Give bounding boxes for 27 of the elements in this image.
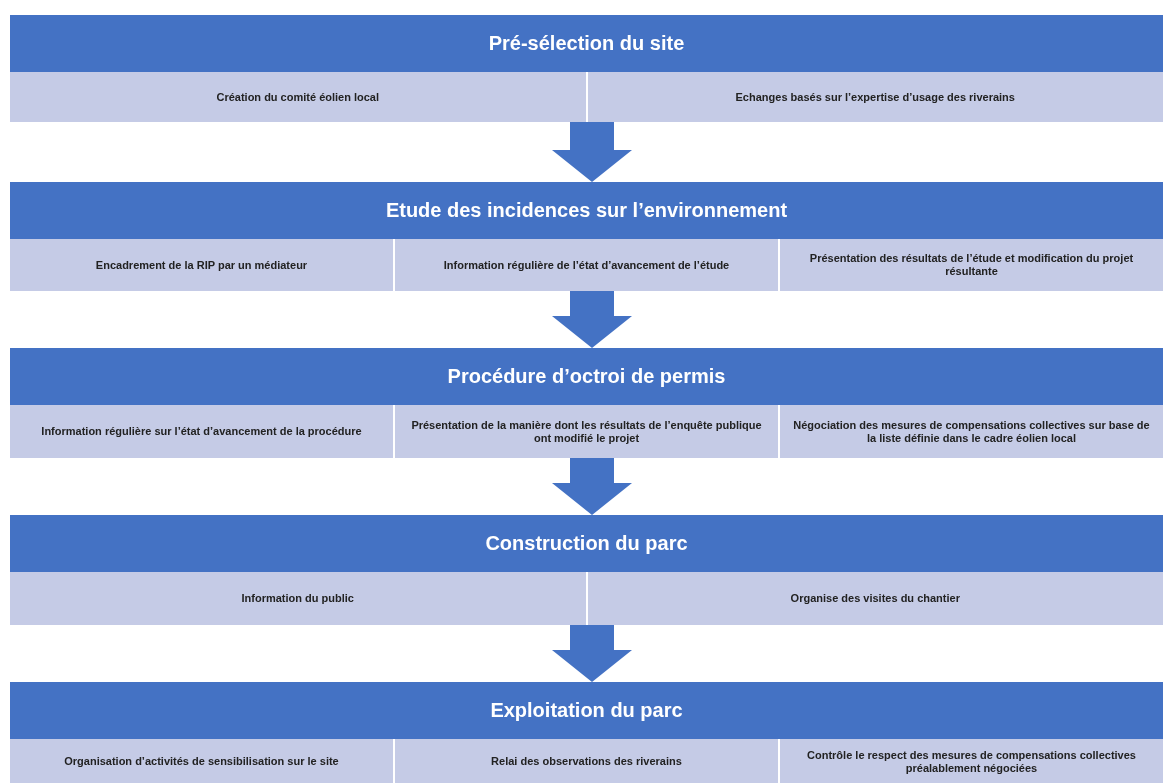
stage-panel (10, 15, 1163, 122)
step-cell: Information régulière de l’état d’avancement de l’étude (393, 239, 778, 291)
block-arrow (552, 291, 632, 348)
stage-panel (10, 515, 1163, 625)
step-cell: Organisation d’activités de sensibilisation sur le site (10, 739, 393, 783)
block-arrow (552, 625, 632, 682)
step-cell: Information du public (10, 572, 586, 625)
stage-panel (10, 348, 1163, 458)
step-cell: Présentation de la manière dont les résultats de l’enquête publique ont modifié le projet (393, 405, 778, 458)
step-cell: Création du comité éolien local (10, 72, 586, 122)
stage-title: Construction du parc (10, 515, 1163, 572)
step-cell: Présentation des résultats de l’étude et modification du projet résultante (778, 239, 1163, 291)
step-cell: Contrôle le respect des mesures de compensations collectives préalablement négociées (778, 739, 1163, 783)
block-arrow (552, 122, 632, 182)
step-cell: Information régulière sur l’état d’avancement de la procédure (10, 405, 393, 458)
stage-panel (10, 182, 1163, 291)
step-cell: Organise des visites du chantier (585, 572, 1163, 625)
stage-title: Pré-sélection du site (10, 15, 1163, 72)
step-cell: Encadrement de la RIP par un médiateur (10, 239, 393, 291)
step-cell: Négociation des mesures de compensations collectives sur base de la liste définie dans le cadre éolien local (778, 405, 1163, 458)
stage-title: Exploitation du parc (10, 682, 1163, 739)
step-cell: Relai des observations des riverains (393, 739, 778, 783)
block-arrow (552, 458, 632, 515)
stage-panel (10, 682, 1163, 783)
stage-title: Etude des incidences sur l’environnement (10, 182, 1163, 239)
step-cell: Echanges basés sur l’expertise d’usage des riverains (585, 72, 1163, 122)
stage-title: Procédure d’octroi de permis (10, 348, 1163, 405)
